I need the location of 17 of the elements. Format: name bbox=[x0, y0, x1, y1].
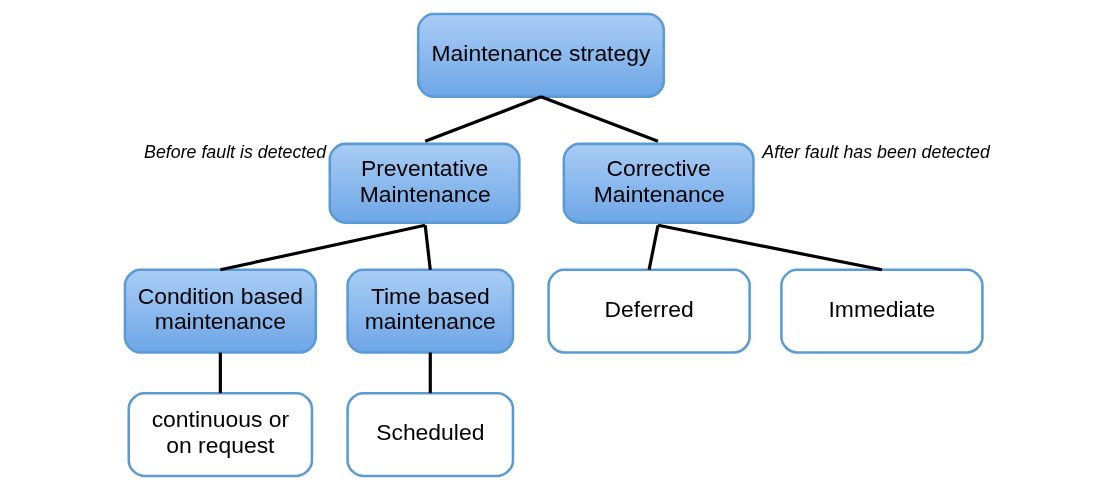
connector bbox=[539, 94, 659, 143]
node-label: Before fault is detected bbox=[143, 141, 326, 162]
connector bbox=[423, 224, 432, 270]
node-box: Maintenance strategy bbox=[416, 12, 665, 98]
connector bbox=[218, 352, 222, 393]
connector bbox=[657, 223, 882, 271]
node-box: Time based maintenance bbox=[345, 268, 514, 354]
connector bbox=[219, 223, 426, 271]
node-box: continuous or on request bbox=[127, 391, 313, 477]
connector bbox=[647, 224, 660, 270]
node-label: After fault has been detected bbox=[761, 141, 990, 162]
connector bbox=[424, 94, 542, 143]
node-box: Condition based maintenance bbox=[123, 268, 317, 354]
node-box: Immediate bbox=[779, 268, 984, 354]
node-box: Scheduled bbox=[345, 391, 514, 477]
connector bbox=[428, 352, 432, 393]
node-box: Deferred bbox=[546, 268, 751, 354]
